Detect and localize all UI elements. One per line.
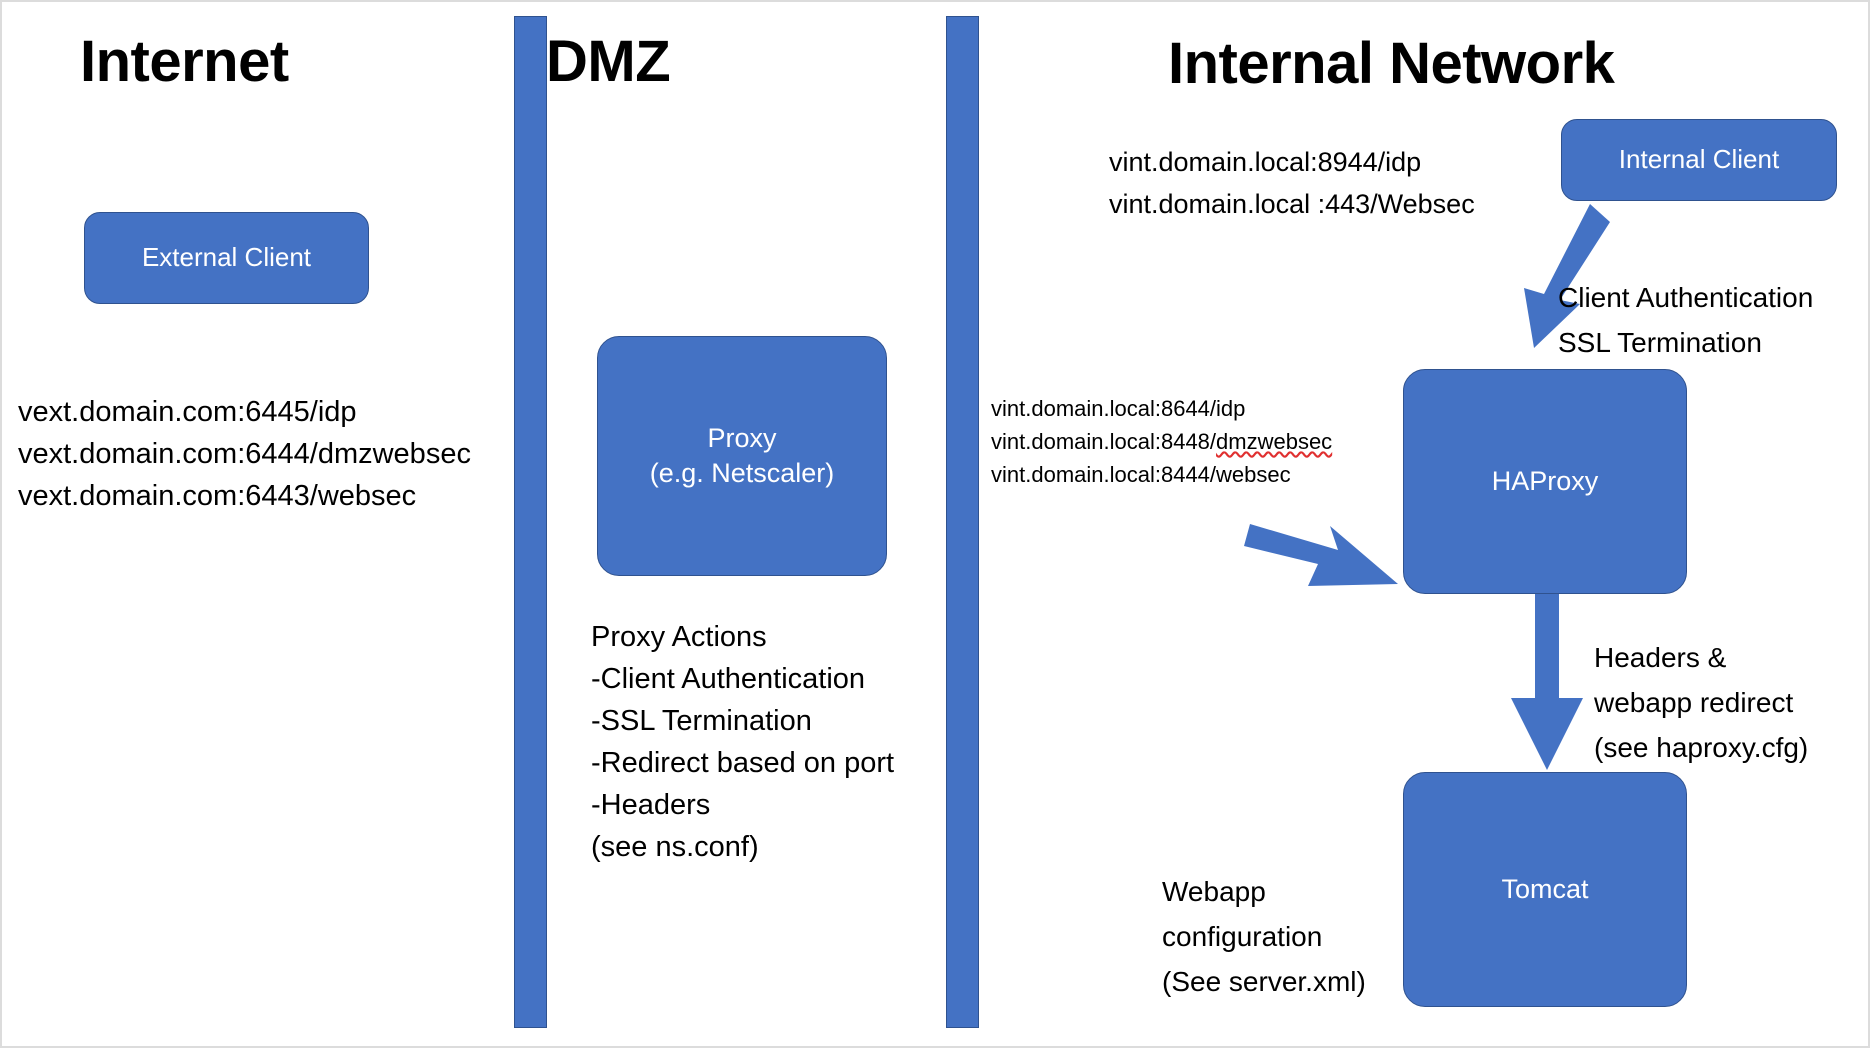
internal-client-url-1: vint.domain.local:8944/idp — [1109, 147, 1422, 177]
annotation-webapp: Webapp — [1162, 876, 1266, 907]
divider-internet-dmz — [514, 16, 547, 1028]
node-proxy[interactable]: Proxy (e.g. Netscaler) — [597, 336, 887, 576]
annotation-haproxy-cfg: (see haproxy.cfg) — [1594, 732, 1809, 763]
node-proxy-label-line2: (e.g. Netscaler) — [649, 458, 835, 488]
annotation-configuration: configuration — [1162, 921, 1323, 952]
node-tomcat-label: Tomcat — [1501, 874, 1589, 905]
node-internal-client-label: Internal Client — [1618, 144, 1780, 175]
haproxy-backend-url-3: vint.domain.local:8444/websec — [991, 462, 1291, 487]
node-haproxy[interactable]: HAProxy — [1403, 369, 1687, 594]
node-tomcat[interactable]: Tomcat — [1403, 772, 1687, 1007]
internal-client-url-2: vint.domain.local :443/Websec — [1109, 189, 1475, 219]
annotation-server-xml: (See server.xml) — [1162, 966, 1366, 997]
external-endpoint-url-2: vext.domain.com:6444/dmzwebsec — [18, 438, 471, 470]
annotation-ssl-termination: SSL Termination — [1558, 327, 1762, 358]
node-internal-client[interactable]: Internal Client — [1561, 119, 1837, 201]
arrow-backends-to-haproxy — [1242, 502, 1422, 612]
haproxy-backend-url-2: vint.domain.local:8448/dmzwebsec — [991, 428, 1332, 457]
node-external-client-label: External Client — [141, 242, 312, 273]
proxy-actions-footnote: (see ns.conf) — [591, 831, 759, 863]
annotation-headers: Headers & — [1594, 642, 1727, 673]
annotation-client-authentication: Client Authentication — [1558, 282, 1814, 313]
node-external-client[interactable]: External Client — [84, 212, 369, 304]
arrow-internal-client-to-haproxy — [1498, 200, 1628, 360]
proxy-actions-heading: Proxy Actions — [591, 621, 767, 653]
zone-title-internal-network: Internal Network — [1168, 31, 1615, 96]
annotation-webapp-redirect: webapp redirect — [1594, 687, 1794, 718]
proxy-actions-item-1: -Client Authentication — [591, 663, 866, 695]
external-endpoint-url-1: vext.domain.com:6445/idp — [18, 396, 357, 428]
proxy-actions-item-3: -Redirect based on port — [591, 747, 895, 779]
node-haproxy-label: HAProxy — [1491, 466, 1599, 497]
haproxy-backend-url-2-prefix: vint.domain.local:8448/ — [991, 429, 1217, 454]
haproxy-backend-url-2-misspelled: dmzwebsec — [1216, 429, 1333, 454]
zone-title-internet: Internet — [80, 29, 289, 94]
zone-title-dmz: DMZ — [546, 29, 671, 94]
divider-dmz-internal — [946, 16, 979, 1028]
node-proxy-label-line1: Proxy — [707, 423, 777, 454]
external-endpoint-url-3: vext.domain.com:6443/websec — [18, 480, 417, 512]
proxy-actions-item-4: -Headers — [591, 789, 711, 821]
haproxy-backend-url-1: vint.domain.local:8644/idp — [991, 396, 1246, 421]
arrow-haproxy-to-tomcat — [1497, 594, 1597, 774]
proxy-actions-item-2: -SSL Termination — [591, 705, 812, 737]
